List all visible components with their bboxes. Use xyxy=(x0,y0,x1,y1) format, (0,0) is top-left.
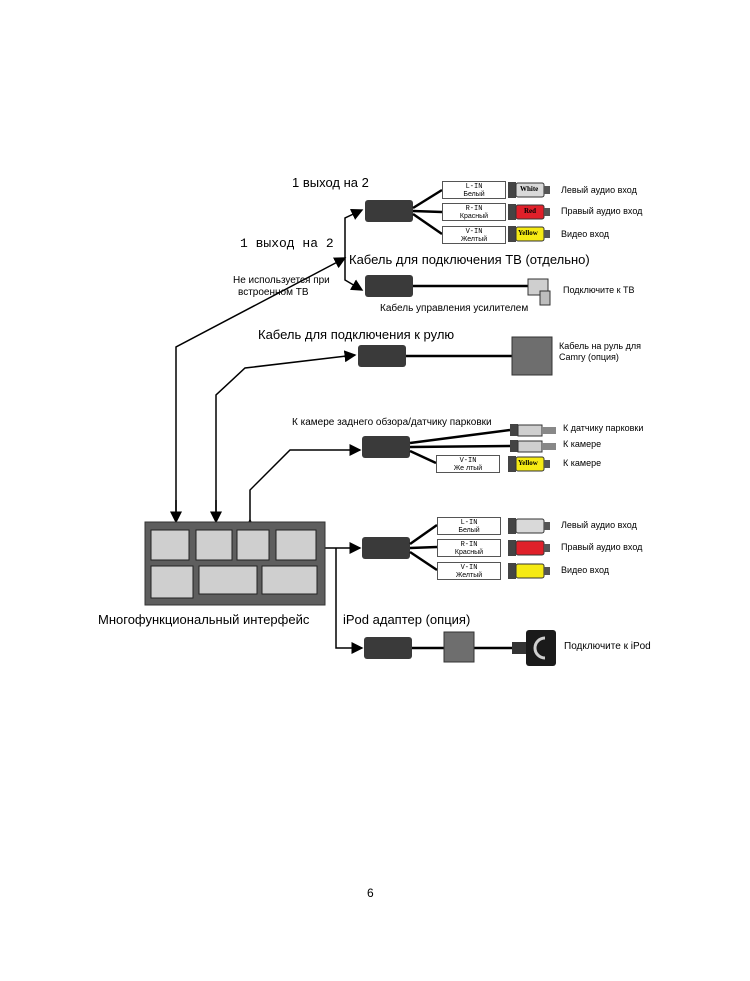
module-slot xyxy=(261,565,318,595)
ipod-title: iPod адаптер (опция) xyxy=(343,612,471,627)
audio2-right-desc: Правый аудио вход xyxy=(561,542,643,552)
connector-steering xyxy=(358,345,406,367)
connector-audio2 xyxy=(362,537,410,559)
audio2-video-desc: Видео вход xyxy=(561,565,610,575)
rca-plugs-group1 xyxy=(508,182,550,242)
rca-plugs-group2 xyxy=(508,518,550,579)
module-slot xyxy=(236,529,270,561)
not-used-line1: Не используется при xyxy=(233,275,330,286)
steering-title: Кабель для подключения к рулю xyxy=(258,327,455,342)
module-slot xyxy=(198,565,258,595)
camera-label-1: К камере xyxy=(563,439,602,449)
amp-plug xyxy=(527,278,551,306)
camera-title: К камере заднего обзора/датчику парковки xyxy=(292,417,492,428)
module-slot xyxy=(195,529,233,561)
camera-line xyxy=(244,444,362,531)
ipod-plug xyxy=(512,630,556,666)
steering-box xyxy=(511,336,553,376)
cables xyxy=(406,188,530,650)
camera-label-2: К камере xyxy=(563,458,602,468)
page-number: 6 xyxy=(367,886,374,900)
out-1-of-2-label-2: 1 выход на 2 xyxy=(240,236,334,251)
audio1-video-desc: Видео вход xyxy=(561,229,610,239)
audio1-left-desc: Левый аудио вход xyxy=(561,185,637,195)
module-slot xyxy=(150,529,190,561)
fork-down-line xyxy=(344,258,364,291)
camera-plugs xyxy=(508,424,556,472)
plug-white-text: White xyxy=(520,185,539,193)
fork-diagonal-line xyxy=(175,257,347,522)
tv-cable-label: Кабель для подключения ТВ (отдельно) xyxy=(349,252,590,267)
plug-red-text: Red xyxy=(524,207,537,215)
steering-box-line2: Camry (опция) xyxy=(559,352,619,362)
connector-tv-bottom xyxy=(365,275,413,297)
not-used-line2: встроенном ТВ xyxy=(238,287,309,298)
connect-tv-label: Подключите к ТВ xyxy=(563,285,635,295)
ipod-line xyxy=(335,548,364,654)
module-slot xyxy=(275,529,317,561)
connector-ipod xyxy=(364,637,412,659)
connector-camera xyxy=(362,436,410,458)
fork-up-line xyxy=(344,209,364,258)
camera-plug-yellow-text: Yellow xyxy=(518,459,538,467)
interface-module xyxy=(144,521,326,606)
interface-label: Многофункциональный интерфейс xyxy=(98,612,310,627)
steering-line xyxy=(215,350,357,522)
connector-tv-top xyxy=(365,200,413,222)
amp-cable-label: Кабель управления усилителем xyxy=(380,303,529,314)
plug-yellow-text: Yellow xyxy=(518,229,538,237)
out-1-of-2-label: 1 выход на 2 xyxy=(292,175,369,190)
audio1-right-desc: Правый аудио вход xyxy=(561,206,643,216)
ipod-adapter-box xyxy=(443,631,475,663)
steering-box-line1: Кабель на руль для xyxy=(559,341,641,351)
ipod-connect-label: Подключите к iPod xyxy=(564,641,651,652)
parking-sensor-label: К датчику парковки xyxy=(563,423,644,433)
harness-connectors xyxy=(358,200,413,659)
tv-fork-lines xyxy=(175,209,364,522)
audio2-left-desc: Левый аудио вход xyxy=(561,520,637,530)
module-slot xyxy=(150,565,194,599)
